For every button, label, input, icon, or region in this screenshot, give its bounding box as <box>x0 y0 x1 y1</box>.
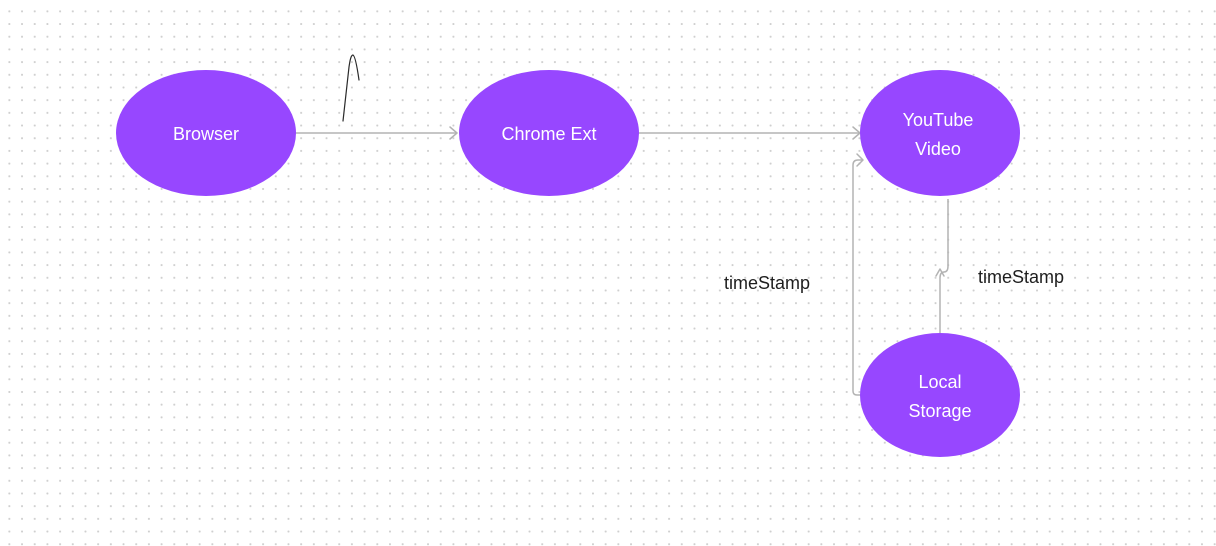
node-chrome-ext-shape <box>459 70 639 196</box>
node-chrome-ext-label: Chrome Ext <box>501 124 596 144</box>
node-youtube-video-label-line1: YouTube <box>903 110 974 130</box>
edge-chrome-ext-to-youtube-video[interactable] <box>638 126 861 140</box>
node-youtube-video[interactable]: YouTube Video <box>860 70 1020 196</box>
edge-label-right-timestamp: timeStamp <box>978 267 1064 287</box>
edge-label-left-timestamp: timeStamp <box>724 273 810 293</box>
connectors <box>296 126 949 396</box>
edge-browser-to-chrome-ext[interactable] <box>296 126 458 140</box>
node-local-storage-shape <box>860 333 1020 457</box>
edge-local-storage-to-youtube-video-left[interactable] <box>852 153 864 396</box>
node-youtube-video-shape <box>860 70 1020 196</box>
node-browser-shape <box>116 70 296 196</box>
node-youtube-video-label-line2: Video <box>915 139 961 159</box>
node-chrome-ext[interactable]: Chrome Ext <box>459 70 639 196</box>
edge-youtube-video-to-local-storage-right[interactable] <box>935 199 949 333</box>
node-local-storage-label-line1: Local <box>918 372 961 392</box>
pen-stroke-icon <box>342 54 360 122</box>
node-local-storage-label-line2: Storage <box>908 401 971 421</box>
node-browser-label: Browser <box>173 124 239 144</box>
node-browser[interactable]: Browser <box>116 70 296 196</box>
node-local-storage[interactable]: Local Storage <box>860 333 1020 457</box>
